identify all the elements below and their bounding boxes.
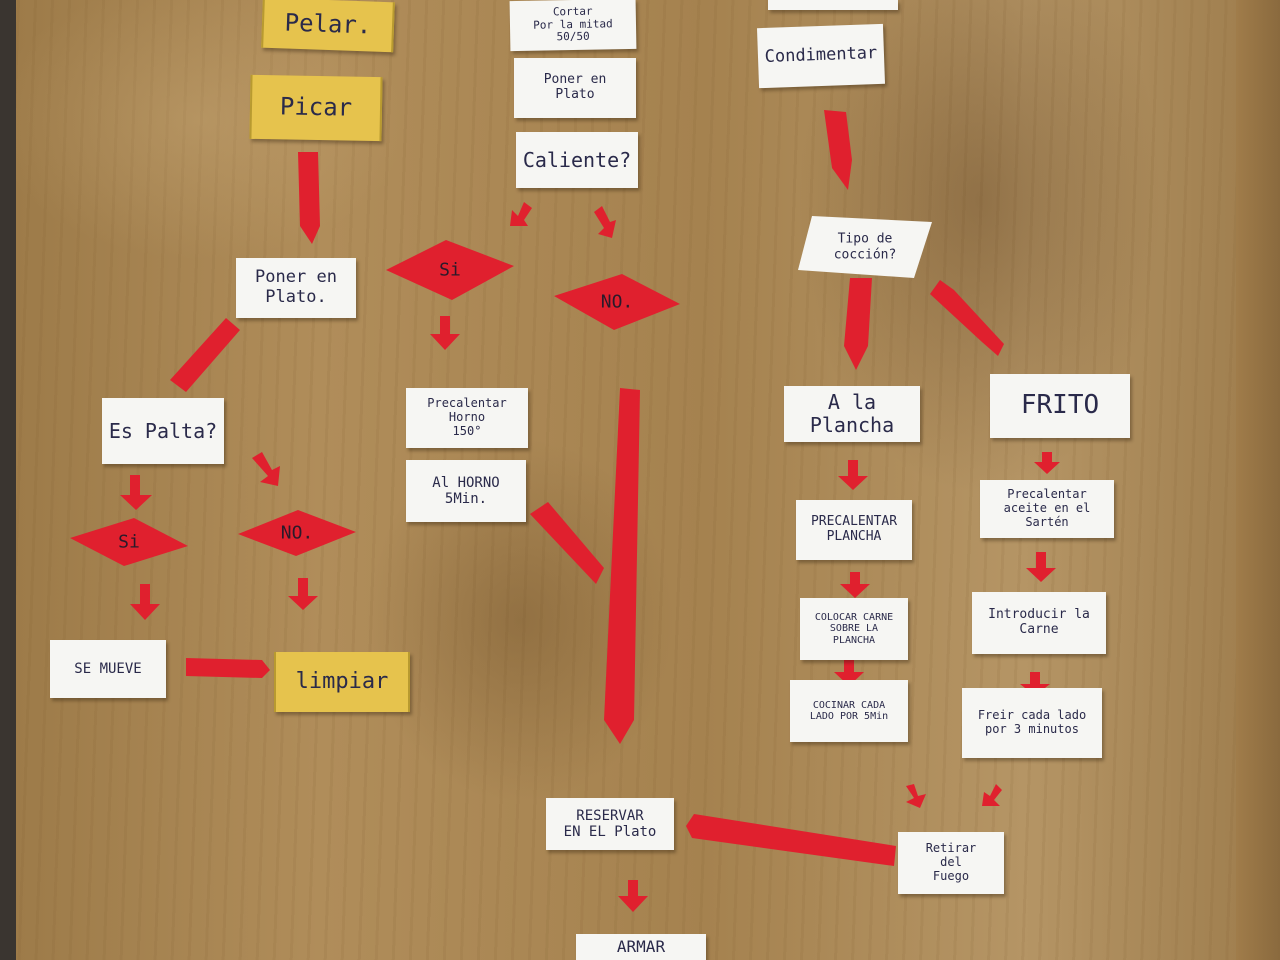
card-a-la-plancha: A la Plancha [784, 386, 920, 442]
decision-si-left: Si [70, 518, 188, 566]
arrow-condimentar-down [824, 110, 852, 190]
arrow-long-vertical [604, 388, 640, 744]
arrow-tipo-to-plancha [844, 278, 872, 370]
arrow-retirar-to-reservar [686, 814, 896, 866]
decision-no-top: NO. [554, 274, 680, 330]
arrow-plancha-1 [838, 460, 868, 490]
arrow-semueve-to-limpiar [186, 658, 270, 678]
card-top-right-partial [768, 0, 898, 10]
arrow-tipo-to-frito [930, 280, 1004, 356]
arrow-caliente-right [594, 206, 616, 238]
card-precalentar-aceite: Precalentar aceite en el Sartén [980, 480, 1114, 538]
card-precalentar-horno: Precalentar Horno 150° [406, 388, 528, 448]
card-poner-plato: Poner en Plato. [236, 258, 356, 318]
board-edge [0, 0, 16, 960]
arrow-reservar-down [618, 880, 648, 912]
decision-no-left: NO. [238, 510, 356, 556]
arrow-plato-to-espalta [170, 318, 240, 392]
tipo-coccion-label: Tipo de cocción? [833, 231, 897, 262]
card-condimentar: Condimentar [756, 23, 886, 89]
card-tipo-coccion: Tipo de cocción? [798, 216, 932, 278]
card-introducir-carne: Introducir la Carne [972, 592, 1106, 654]
arrow-frito-2 [1026, 552, 1056, 582]
card-colocar-carne: COLOCAR CARNE SOBRE LA PLANCHA [800, 598, 908, 660]
card-freir-cada-lado: Freir cada lado por 3 minutos [962, 688, 1102, 758]
card-se-mueve: SE MUEVE [50, 640, 166, 698]
arrow-picar-to-plato [298, 152, 320, 244]
card-picar: Picar [249, 74, 383, 142]
arrow-no-down [288, 578, 318, 610]
card-precalentar-plancha: PRECALENTAR PLANCHA [796, 500, 912, 560]
arrow-espalta-down [120, 475, 152, 510]
arrow-plancha-2 [840, 572, 870, 598]
arrow-caliente-left [510, 202, 532, 226]
card-poner-plato-top: Poner en Plato [514, 58, 636, 118]
card-cocinar-cada-lado: COCINAR CADA LADO POR 5Min [790, 680, 908, 742]
card-limpiar: limpiar [274, 652, 410, 712]
arrow-horno-diagonal [530, 502, 604, 584]
arrow-si-to-horno [430, 316, 460, 350]
decision-si-top: Si [386, 240, 514, 300]
arrow-si-down [130, 584, 160, 620]
decision-si-top-label: Si [439, 259, 461, 281]
card-armar: ARMAR [576, 934, 706, 960]
decision-no-left-label: NO. [280, 522, 314, 544]
arrow-to-retirar-right [982, 784, 1002, 806]
board-right-edge [1236, 0, 1280, 960]
card-es-palta: Es Palta? [102, 398, 224, 464]
arrow-to-retirar-left [906, 784, 926, 808]
decision-no-top-label: NO. [600, 291, 634, 313]
card-pelar: Pelar. [261, 0, 395, 53]
decision-si-left-label: Si [118, 531, 140, 553]
arrow-frito-1 [1034, 452, 1060, 474]
card-caliente: Caliente? [516, 132, 638, 188]
arrow-espalta-right [252, 452, 280, 486]
arrow-plancha-3 [834, 660, 864, 686]
card-retirar: Retirar del Fuego [898, 832, 1004, 894]
card-al-horno: Al HORNO 5Min. [406, 460, 526, 522]
card-cortar-mitad: Cortar Por la mitad 50/50 [509, 0, 637, 52]
card-frito: FRITO [990, 374, 1130, 438]
card-reservar: RESERVAR EN EL Plato [546, 798, 674, 850]
